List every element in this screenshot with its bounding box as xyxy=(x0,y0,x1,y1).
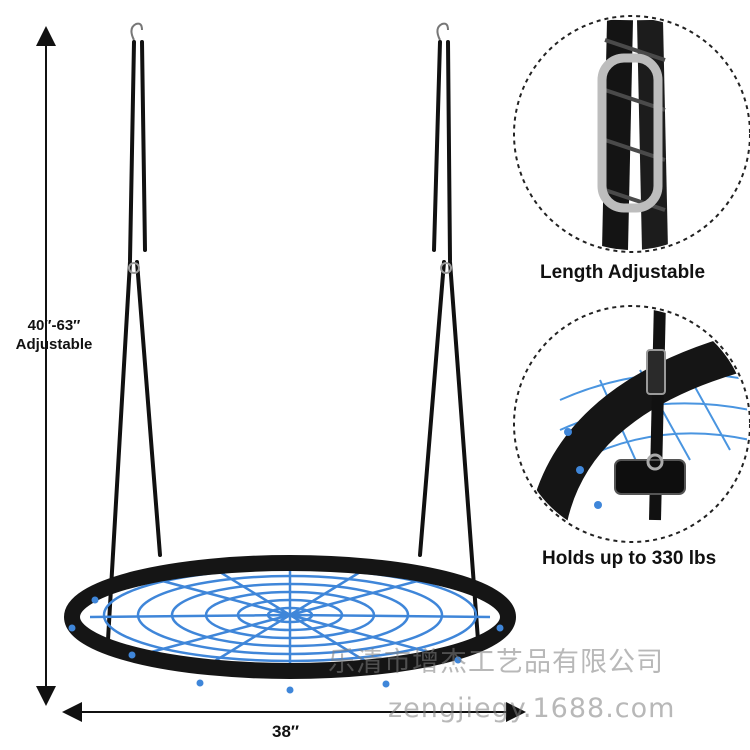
length-adjuster-callout xyxy=(513,15,750,253)
length-adjustable-caption: Length Adjustable xyxy=(540,262,706,283)
seat-closeup-callout xyxy=(513,305,750,543)
buckle-icon xyxy=(597,53,663,213)
left-hook-icon xyxy=(130,22,143,41)
height-range-text: 40″-63″ xyxy=(27,317,81,334)
rope-clamp-icon xyxy=(646,349,666,395)
watermark-url: zengjiegy.1688.com xyxy=(388,693,676,724)
right-rope xyxy=(418,40,480,642)
height-dimension-label: 40″-63″ Adjustable xyxy=(2,316,106,354)
width-dimension-label: 38″ xyxy=(272,722,300,741)
right-hook-icon xyxy=(436,22,449,41)
watermark-company: 乐清市增杰工艺品有限公司 xyxy=(328,647,664,678)
swing-seat xyxy=(64,555,516,694)
left-rope xyxy=(106,40,162,642)
height-adjustable-text: Adjustable xyxy=(15,336,93,353)
capacity-caption: Holds up to 330 lbs xyxy=(542,548,717,569)
